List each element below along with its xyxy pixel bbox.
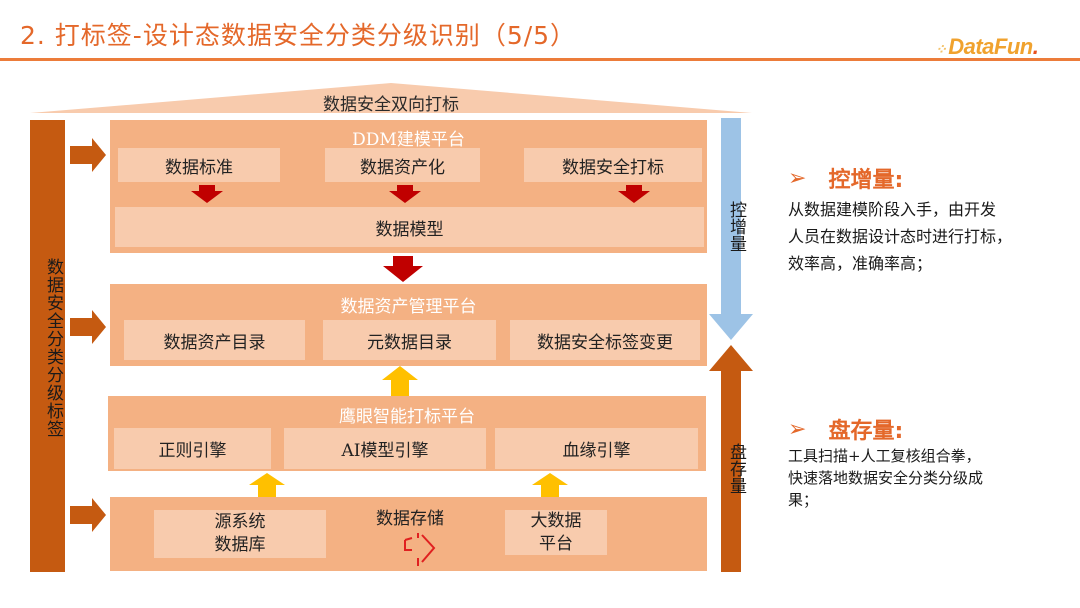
right-arrow-icon (70, 310, 106, 344)
ddm-item: 数据标准 (118, 148, 280, 182)
left-pillar-label: 数据安全分类分级标签 (43, 258, 63, 438)
ddm-item: 数据资产化 (325, 148, 480, 182)
roof-triangle (30, 83, 752, 113)
note-line: 工具扫描+人工复核组合拳， (788, 447, 981, 465)
storage-title: 数据存储 (376, 509, 444, 529)
right-arrow-icon (70, 138, 106, 172)
up-arrow-icon (532, 473, 568, 497)
down-arrow-icon (191, 185, 223, 203)
up-arrow-icon (249, 473, 285, 497)
bullet-arrow-icon: ➢ (788, 416, 807, 442)
stock-note: ➢ 盘存量: 工具扫描+人工复核组合拳， 快速落地数据安全分类分级成 果； (788, 413, 1078, 511)
note-line: 快速落地数据安全分类分级成 (788, 469, 984, 487)
source-db-box: 源系统 数据库 (154, 510, 326, 558)
incremental-arrow-label: 控增量 (726, 200, 746, 252)
stock-arrow-label: 盘存量 (726, 442, 746, 494)
eagle-item: 正则引擎 (114, 428, 271, 469)
source-db-line: 源系统 (214, 512, 266, 532)
note-line: 效率高，准确率高； (788, 254, 933, 273)
page-title: 2. 打标签-设计态数据安全分类分级识别（5/5） (20, 21, 577, 50)
bigdata-line: 大数据 (530, 510, 582, 531)
logo-dot: . (1032, 34, 1039, 59)
bullet-arrow-icon: ➢ (788, 165, 807, 191)
up-arrow-icon (382, 366, 418, 396)
stock-body: 工具扫描+人工复核组合拳， 快速落地数据安全分类分级成 果； (788, 445, 1078, 511)
asset-item: 数据资产目录 (124, 320, 305, 360)
up-arrow-orange (709, 345, 753, 572)
asset-item: 数据安全标签变更 (510, 320, 700, 360)
left-pillar (30, 120, 65, 572)
exchange-arrow-icon (404, 533, 436, 566)
ddm-item: 数据安全打标 (524, 148, 702, 182)
ddm-platform-title: DDM建模平台 (352, 130, 465, 150)
logo-suffix: Fun (993, 34, 1033, 59)
source-db-line: 数据库 (214, 535, 266, 555)
right-arrow-icon (70, 498, 106, 532)
bigdata-line: 平台 (539, 533, 573, 554)
down-arrow-icon (383, 256, 423, 282)
logo-dots-icon: ⁘ (935, 41, 947, 57)
note-line: 果； (788, 491, 819, 509)
title-divider (0, 58, 1080, 61)
eagle-item: 血缘引擎 (495, 428, 698, 469)
eagle-platform-title: 鹰眼智能打标平台 (339, 407, 475, 427)
eagle-item: AI模型引擎 (284, 428, 486, 469)
bigdata-box: 大数据 平台 (505, 510, 607, 555)
datafun-logo: ⁘DataFun. (935, 34, 1039, 60)
data-model-box: 数据模型 (115, 207, 704, 247)
incremental-heading: 控增量: (828, 168, 904, 193)
asset-item: 元数据目录 (323, 320, 496, 360)
down-arrow-icon (618, 185, 650, 203)
down-arrow-icon (389, 185, 421, 203)
incremental-note: ➢ 控增量: 从数据建模阶段入手，由开发 人员在数据设计态时进行打标， 效率高，… (788, 162, 1078, 277)
roof-label: 数据安全双向打标 (323, 95, 459, 115)
incremental-body: 从数据建模阶段入手，由开发 人员在数据设计态时进行打标， 效率高，准确率高； (788, 196, 1078, 277)
note-line: 从数据建模阶段入手，由开发 (788, 200, 997, 219)
note-line: 人员在数据设计态时进行打标， (788, 227, 1013, 246)
stock-heading: 盘存量: (828, 419, 904, 444)
down-arrow-blue (709, 118, 753, 340)
asset-platform-title: 数据资产管理平台 (340, 297, 477, 317)
logo-prefix: Data (948, 34, 994, 59)
